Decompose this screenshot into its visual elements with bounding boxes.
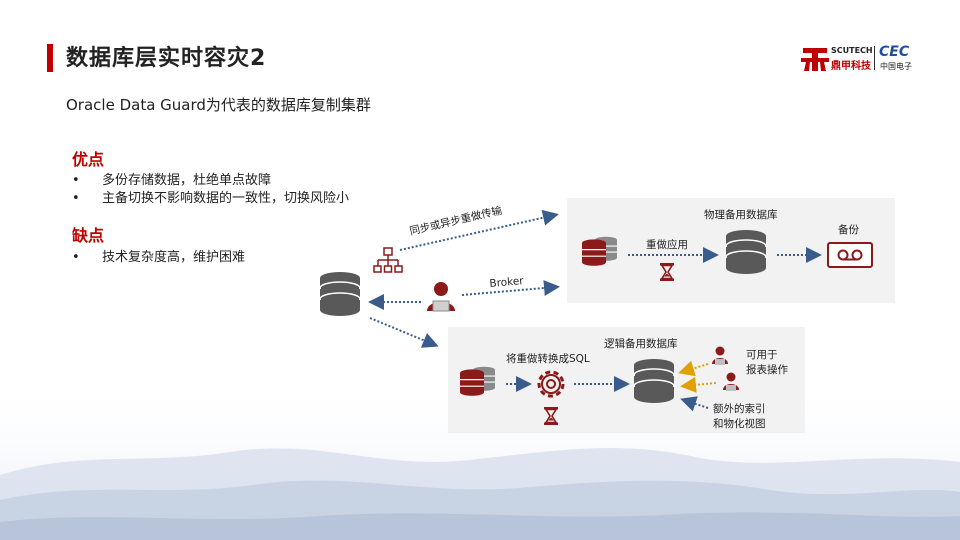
pros-item: •主备切换不影响数据的一致性，切换风险小 [72,191,350,206]
logical-standby-db-icon [633,358,675,404]
cons-heading: 缺点 [72,226,105,245]
scutech-logo-cn: 鼎甲科技 [831,61,871,72]
cons-item: •技术复杂度高，维护困难 [72,250,246,265]
title-accent-bar [47,44,53,72]
hourglass-icon [659,262,675,282]
person-icon [723,372,739,391]
pros-item-text: 多份存储数据，杜绝单点故障 [102,173,272,188]
logical-standby-title: 逻辑备用数据库 [604,338,678,350]
hourglass-icon [543,406,559,426]
report-arrow [678,360,709,377]
cec-logo-cn: 中国电子 [880,62,912,71]
pros-heading: 优点 [72,150,105,169]
extra-index-label-line1: 额外的索引 [713,403,766,415]
physical-standby-title: 物理备用数据库 [704,209,778,221]
logical-transfer-arrow [369,317,439,348]
cec-logo-text: CEC [879,44,910,60]
company-logo: SCUTECH 鼎甲科技 CEC 中国电子 [800,44,918,74]
network-icon [373,247,403,273]
index-arrow [680,396,709,412]
pros-item-text: 主备切换不影响数据的一致性，切换风险小 [102,191,350,206]
scutech-logo-text: SCUTECH [831,46,873,55]
pros-item: •多份存储数据，杜绝单点故障 [72,173,272,188]
redo-apply-label: 重做应用 [646,239,688,251]
tape-backup-icon [827,242,873,268]
logical-source-db-icon [459,365,496,397]
person-icon [712,346,728,365]
page-subtitle: Oracle Data Guard为代表的数据库复制集群 [66,96,371,114]
extra-index-label-line2: 和物化视图 [713,418,766,430]
gear-icon [537,370,565,398]
physical-source-db-icon [581,235,618,267]
report-label-line2: 报表操作 [746,364,788,376]
logo-divider [874,46,875,70]
primary-database-icon [319,271,361,317]
report-arrow-2 [680,376,717,393]
page-title: 数据库层实时容灾2 [66,46,267,71]
sync-transfer-arrow [399,209,559,251]
scutech-logo-icon [801,48,829,71]
physical-standby-db-icon [725,229,767,275]
redo-to-sql-label: 将重做转换成SQL [506,353,590,365]
cons-item-text: 技术复杂度高，维护困难 [102,250,246,265]
admin-user-icon [427,282,455,312]
report-label-line1: 可用于 [746,349,778,361]
backup-label: 备份 [838,224,859,236]
